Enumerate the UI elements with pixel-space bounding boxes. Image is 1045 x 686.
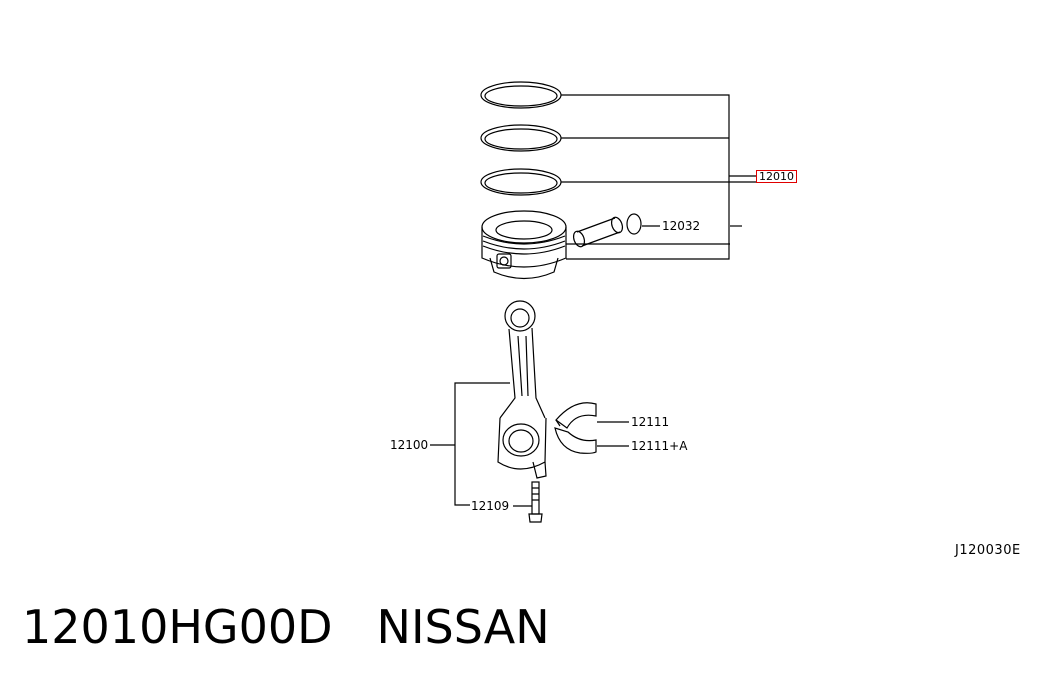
- bearing-shell-upper: [555, 402, 597, 429]
- piston-ring-second: [480, 124, 562, 152]
- callout-12032[interactable]: 12032: [662, 219, 701, 233]
- piston: [481, 210, 567, 280]
- piston-pin: [572, 216, 624, 248]
- callout-12109[interactable]: 12109: [471, 499, 510, 513]
- callout-12111[interactable]: 12111: [631, 415, 670, 429]
- part-number: 12010HG00D: [22, 600, 333, 654]
- brand-name: NISSAN: [376, 600, 550, 654]
- piston-ring-top: [480, 81, 562, 109]
- bearing-shell-lower: [554, 427, 597, 454]
- callout-12010[interactable]: 12010: [756, 170, 797, 183]
- diagram-code: J120030E: [955, 543, 1021, 558]
- rod-bolt: [528, 481, 543, 523]
- piston-pin-clip: [626, 213, 642, 235]
- caption: 12010HG00D NISSAN: [22, 600, 550, 654]
- callout-12100[interactable]: 12100: [390, 438, 429, 452]
- callout-12111-a[interactable]: 12111+A: [631, 439, 688, 453]
- piston-ring-oil: [480, 168, 562, 196]
- connecting-rod: [497, 300, 547, 479]
